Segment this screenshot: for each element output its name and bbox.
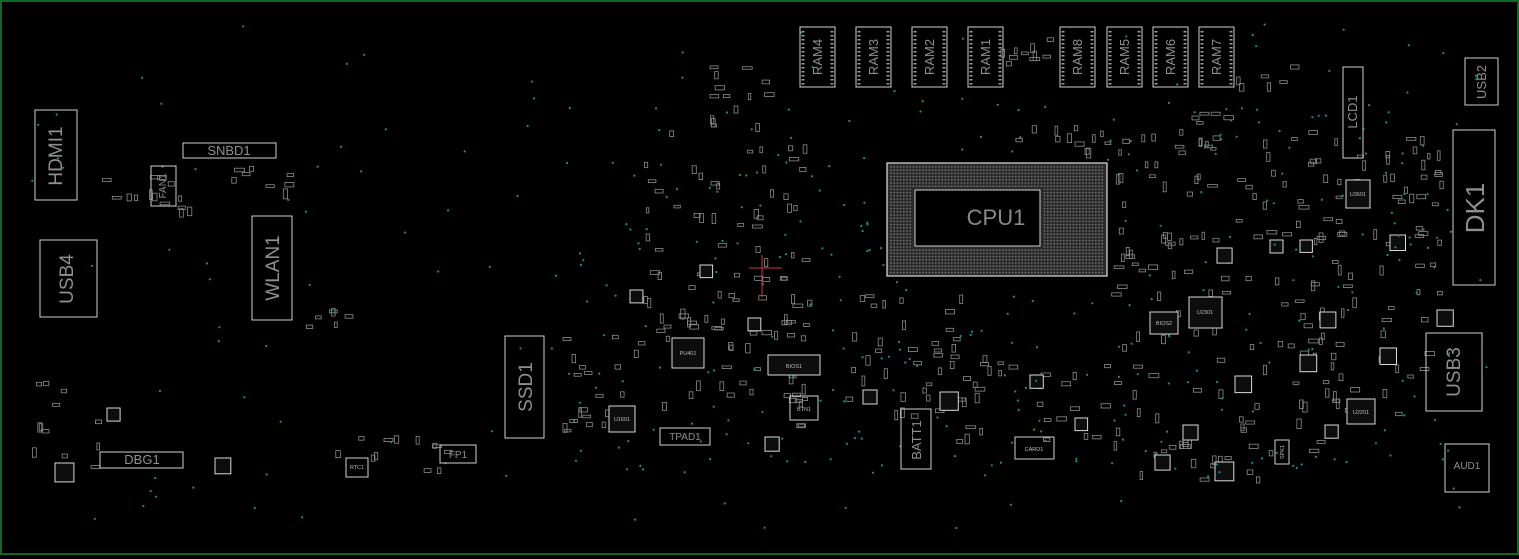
batt1-label: BATT1 — [909, 420, 924, 460]
bios1-chip[interactable]: BIOS1 — [767, 354, 821, 376]
lcd1-label: LCD1 — [1345, 95, 1360, 128]
ram7-chip[interactable]: RAM7 — [1198, 26, 1235, 88]
snbd1-label: SNBD1 — [207, 143, 250, 158]
ram1-label: RAM1 — [978, 39, 993, 75]
fp1-label: FP1 — [449, 450, 468, 461]
ram-row: RAM4 RAM3 RAM2 RAM1 RAM8 RAM5 RAM6 RAM7 — [799, 26, 1235, 88]
u2301-chip[interactable]: U2301 — [1188, 296, 1223, 329]
bios1-label: BIOS1 — [786, 364, 802, 370]
board-decorations — [31, 23, 1488, 530]
wlan1-module[interactable]: WLAN1 — [251, 215, 293, 321]
spk1-connector[interactable]: SPK1 — [1274, 439, 1290, 465]
u1601-chip[interactable]: U1601 — [608, 405, 636, 433]
usb4-connector[interactable]: USB4 — [39, 239, 98, 318]
usb2-label: USB2 — [1474, 65, 1489, 99]
usb3-connector[interactable]: USB3 — [1425, 332, 1483, 412]
hdmi1-connector[interactable]: HDMI1 — [34, 109, 78, 201]
ram4-label: RAM4 — [810, 39, 825, 75]
tpad1-label: TPAD1 — [669, 432, 701, 443]
dk1-label: DK1 — [1460, 183, 1490, 234]
ram7-label: RAM7 — [1209, 39, 1224, 75]
fp1-connector[interactable]: FP1 — [439, 444, 477, 464]
usb2-connector[interactable]: USB2 — [1464, 57, 1499, 106]
tpad1-connector[interactable]: TPAD1 — [659, 427, 711, 446]
cpu1-ball-grid — [890, 166, 1104, 274]
bios2-chip[interactable]: BIOS2 — [1149, 311, 1179, 335]
cpu1-package[interactable]: CPU1 — [886, 162, 1108, 277]
wlan1-label: WLAN1 — [263, 235, 284, 300]
ram5-label: RAM5 — [1117, 39, 1132, 75]
ram1-chip[interactable]: RAM1 — [967, 26, 1004, 88]
rtc1-battery[interactable]: RTC1 — [345, 457, 369, 478]
rtc1-label: RTC1 — [350, 465, 364, 471]
aud1-label: AUD1 — [1454, 461, 1481, 472]
bios2-label: BIOS2 — [1156, 321, 1172, 327]
btn1-button[interactable]: BTN1 — [789, 395, 819, 421]
u2201-chip[interactable]: U2201 — [1346, 398, 1376, 425]
ram8-chip[interactable]: RAM8 — [1059, 26, 1096, 88]
ram8-label: RAM8 — [1070, 39, 1085, 75]
u1601-label: U1601 — [614, 417, 630, 423]
card1-reader[interactable]: CARD1 — [1014, 436, 1055, 460]
hdmi1-label: HDMI1 — [46, 126, 67, 185]
ram5-chip[interactable]: RAM5 — [1106, 26, 1143, 88]
fan1-connector[interactable]: FAN1 — [150, 165, 177, 207]
u2201-label: U2201 — [1353, 410, 1369, 416]
pu401-chip[interactable]: PU401 — [671, 337, 705, 369]
ssd1-label: SSD1 — [516, 362, 537, 412]
ram6-label: RAM6 — [1163, 39, 1178, 75]
usb4-label: USB4 — [57, 254, 78, 304]
ram2-label: RAM2 — [922, 39, 937, 75]
ram4-chip[interactable]: RAM4 — [799, 26, 836, 88]
spk1-label: SPK1 — [1280, 445, 1286, 459]
batt1-connector[interactable]: BATT1 — [900, 408, 932, 470]
ssd1-connector[interactable]: SSD1 — [504, 335, 545, 439]
dk1-connector[interactable]: DK1 — [1452, 129, 1496, 286]
aud1-jack[interactable]: AUD1 — [1444, 443, 1490, 493]
snbd1-connector[interactable]: SNBD1 — [182, 142, 277, 159]
ram3-label: RAM3 — [866, 39, 881, 75]
u3601-label: U3601 — [1350, 192, 1366, 198]
ram3-chip[interactable]: RAM3 — [855, 26, 892, 88]
pu401-label: PU401 — [680, 351, 697, 357]
dbg1-connector[interactable]: DBG1 — [99, 451, 184, 469]
lcd1-connector[interactable]: LCD1 — [1342, 66, 1364, 159]
card1-label: CARD1 — [1025, 447, 1044, 453]
ram6-chip[interactable]: RAM6 — [1152, 26, 1189, 88]
dbg1-label: DBG1 — [124, 452, 159, 467]
btn1-label: BTN1 — [797, 407, 811, 413]
u2301-label: U2301 — [1197, 310, 1213, 316]
u3601-chip[interactable]: U3601 — [1345, 179, 1371, 209]
fan1-label: FAN1 — [158, 173, 169, 198]
usb3-label: USB3 — [1444, 347, 1465, 397]
cpu1-label: CPU1 — [967, 205, 1026, 230]
ram2-chip[interactable]: RAM2 — [911, 26, 948, 88]
